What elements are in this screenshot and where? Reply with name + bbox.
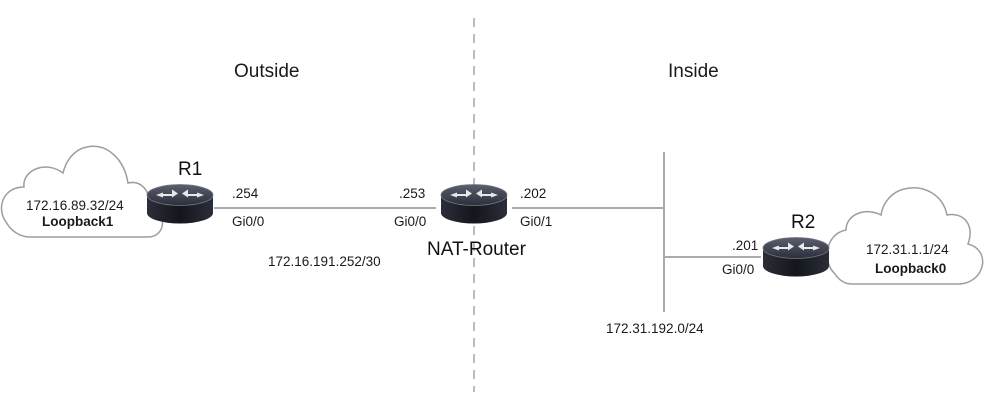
router-icon (146, 184, 214, 224)
outside-zone-label: Outside (234, 61, 300, 82)
r2-name: R2 (791, 212, 816, 233)
inside-zone-label: Inside (668, 61, 719, 82)
router-icon (440, 184, 508, 224)
right-cloud-interface: Loopback0 (875, 261, 947, 276)
nat-outside-ip: .253 (399, 186, 426, 201)
cloud-icon (826, 187, 984, 285)
r2-host-ip: .201 (732, 238, 759, 253)
router-icon (762, 237, 830, 277)
r1-name: R1 (178, 159, 203, 180)
r1-host-ip: .254 (232, 186, 259, 201)
inside-lan-subnet: 172.31.192.0/24 (606, 321, 704, 336)
right-cloud-address: 172.31.1.1/24 (866, 242, 949, 257)
nat-inside-interface: Gi0/1 (520, 214, 553, 229)
r1-interface: Gi0/0 (232, 214, 265, 229)
outside-link-subnet: 172.16.191.252/30 (268, 254, 381, 269)
nat-router-name: NAT-Router (427, 239, 526, 260)
nat-outside-interface: Gi0/0 (394, 214, 427, 229)
left-cloud-interface: Loopback1 (42, 214, 114, 229)
r2-interface: Gi0/0 (722, 262, 755, 277)
left-cloud-address: 172.16.89.32/24 (26, 198, 124, 213)
nat-inside-ip: .202 (520, 186, 547, 201)
